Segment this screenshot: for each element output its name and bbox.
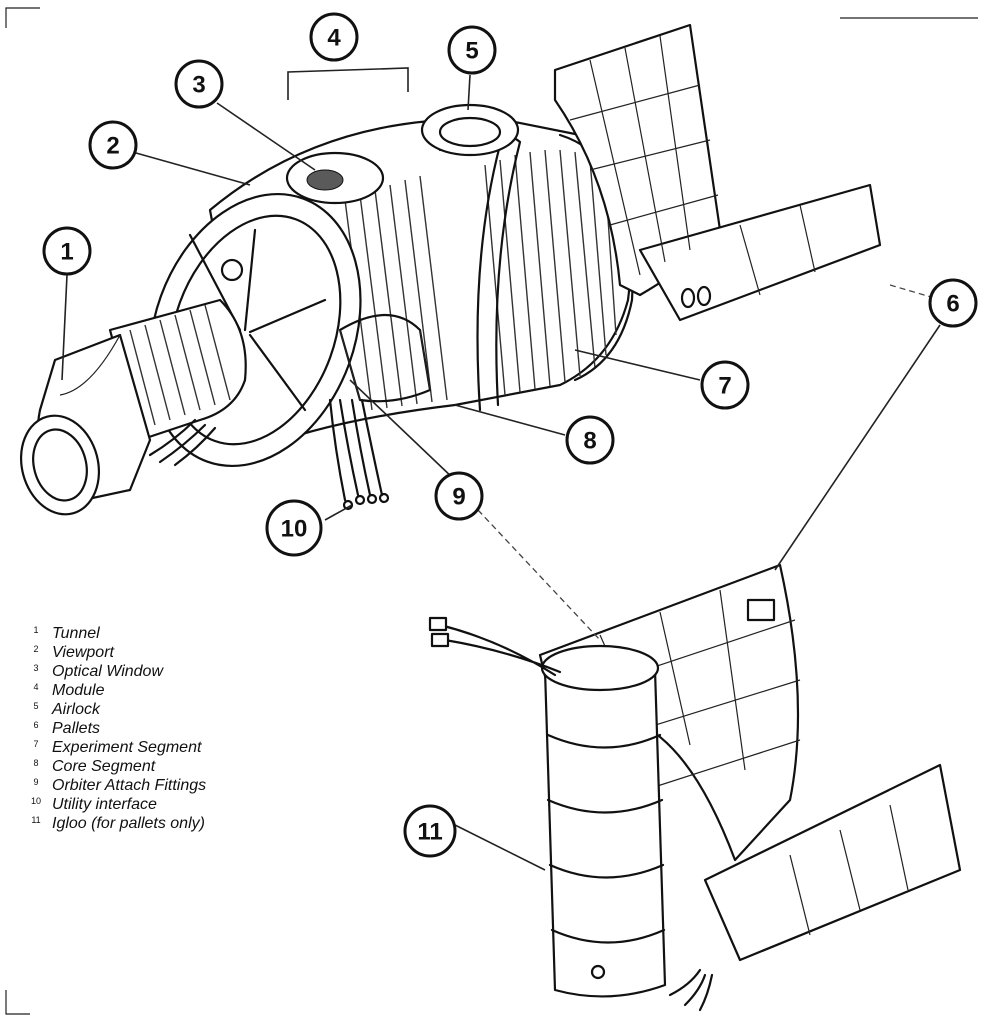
callout-11-label: 11 xyxy=(417,819,442,846)
legend-num: 1 xyxy=(33,625,38,635)
tunnel-drawing xyxy=(19,298,247,516)
legend-label: Orbiter Attach Fittings xyxy=(52,777,206,794)
callout-1-label: 1 xyxy=(60,239,73,266)
frame-marks xyxy=(5,7,978,1015)
callout-7: 7 xyxy=(700,360,750,410)
legend-label: Optical Window xyxy=(52,663,164,680)
legend-item: 2 Viewport xyxy=(33,644,114,661)
legend: 1 Tunnel 2 Viewport 3 Optical Window 4 M… xyxy=(31,625,206,832)
legend-item: 4 Module xyxy=(33,682,104,699)
upper-pallet-drawing xyxy=(553,23,882,322)
callout-3: 3 xyxy=(174,59,224,109)
legend-label: Airlock xyxy=(51,701,101,718)
callout-8-label: 8 xyxy=(583,428,596,455)
legend-label: Core Segment xyxy=(52,758,156,775)
callout-10: 10 xyxy=(265,499,323,557)
legend-num: 9 xyxy=(33,777,38,787)
legend-item: 7 Experiment Segment xyxy=(33,739,201,756)
callout-3-label: 3 xyxy=(192,72,205,99)
legend-num: 5 xyxy=(33,701,38,711)
legend-num: 7 xyxy=(33,739,38,749)
legend-item: 1 Tunnel xyxy=(33,625,100,642)
callout-2-label: 2 xyxy=(106,133,119,160)
legend-num: 10 xyxy=(31,796,41,806)
legend-label: Experiment Segment xyxy=(52,739,202,756)
legend-label: Module xyxy=(52,682,105,699)
callout-9-label: 9 xyxy=(452,484,465,511)
legend-num: 4 xyxy=(33,682,38,692)
callout-1: 1 xyxy=(42,226,92,276)
callout-4: 4 xyxy=(309,12,359,62)
legend-num: 3 xyxy=(33,663,38,673)
callout-6: 6 xyxy=(928,278,978,328)
legend-label: Pallets xyxy=(52,720,100,737)
legend-item: 8 Core Segment xyxy=(33,758,155,775)
callout-9: 9 xyxy=(434,471,484,521)
callout-4-label: 4 xyxy=(327,25,341,52)
legend-label: Igloo (for pallets only) xyxy=(52,815,205,832)
callout-6-label: 6 xyxy=(946,291,959,318)
legend-item: 6 Pallets xyxy=(33,720,100,737)
igloo-drawing xyxy=(428,616,714,1012)
legend-num: 11 xyxy=(31,815,40,825)
legend-item: 9 Orbiter Attach Fittings xyxy=(33,777,206,794)
legend-num: 8 xyxy=(33,758,38,768)
callout-5: 5 xyxy=(447,25,497,75)
callout-10-label: 10 xyxy=(281,516,308,543)
barrel-stripes xyxy=(344,149,617,411)
legend-item: 5 Airlock xyxy=(33,701,101,718)
callout-7-label: 7 xyxy=(718,373,731,400)
callout-5-label: 5 xyxy=(465,38,478,65)
callout-11: 11 xyxy=(403,804,457,858)
legend-num: 6 xyxy=(33,720,38,730)
legend-num: 2 xyxy=(33,644,38,654)
callout-2: 2 xyxy=(88,120,138,170)
legend-item: 11 Igloo (for pallets only) xyxy=(31,815,205,832)
legend-label: Utility interface xyxy=(52,796,157,813)
legend-item: 3 Optical Window xyxy=(33,663,164,680)
legend-label: Tunnel xyxy=(52,625,100,642)
callout-8: 8 xyxy=(565,415,615,465)
legend-item: 10 Utility interface xyxy=(31,796,157,813)
legend-label: Viewport xyxy=(52,644,115,661)
